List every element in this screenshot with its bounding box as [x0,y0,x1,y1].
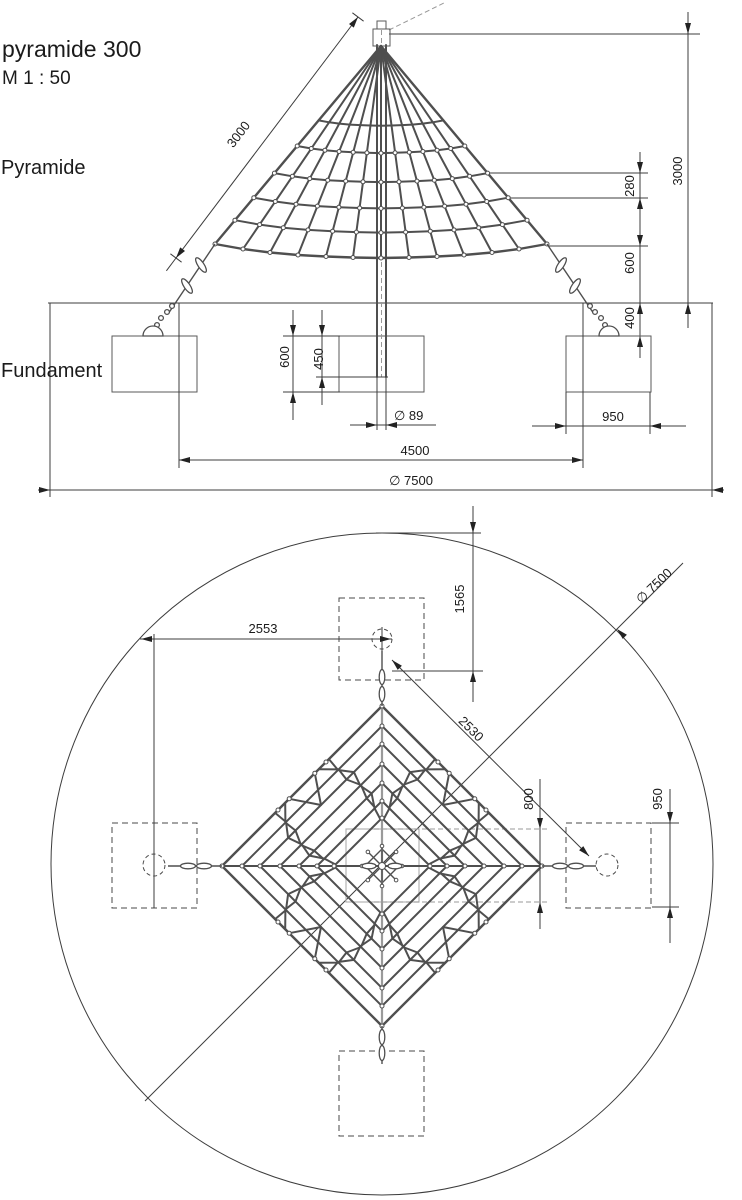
dim-2530: 2530 [456,713,487,744]
dim-280: 280 [622,175,637,197]
dim-400: 400 [622,307,637,329]
dim-4500: 4500 [401,443,430,458]
dim-1565: 1565 [452,585,467,614]
annotations: pyramide 300 M 1 : 50 Pyramide Fundament… [1,36,685,810]
elevation-line-work [38,1,724,497]
dim-950-plan: 950 [650,788,665,810]
dim-slope-3000: 3000 [224,118,253,150]
dim-3000-right: 3000 [670,157,685,186]
dim-450: 450 [311,348,326,370]
drawing-scale: M 1 : 50 [2,68,71,89]
dim-600-right: 600 [622,252,637,274]
dim-7500-elev: ∅ 7500 [389,473,433,488]
drawing-title: pyramide 300 [2,36,141,62]
dim-600-mid: 600 [277,346,292,368]
plan-line-work [50,506,714,1196]
dim-950-elev: 950 [602,409,624,424]
label-pyramide: Pyramide [1,157,85,179]
dim-pole-dia: ∅ 89 [394,408,423,423]
dim-800: 800 [521,788,536,810]
label-fundament: Fundament [1,360,103,382]
dim-2553: 2553 [249,621,278,636]
dim-7500-plan: ∅ 7500 [633,565,675,606]
